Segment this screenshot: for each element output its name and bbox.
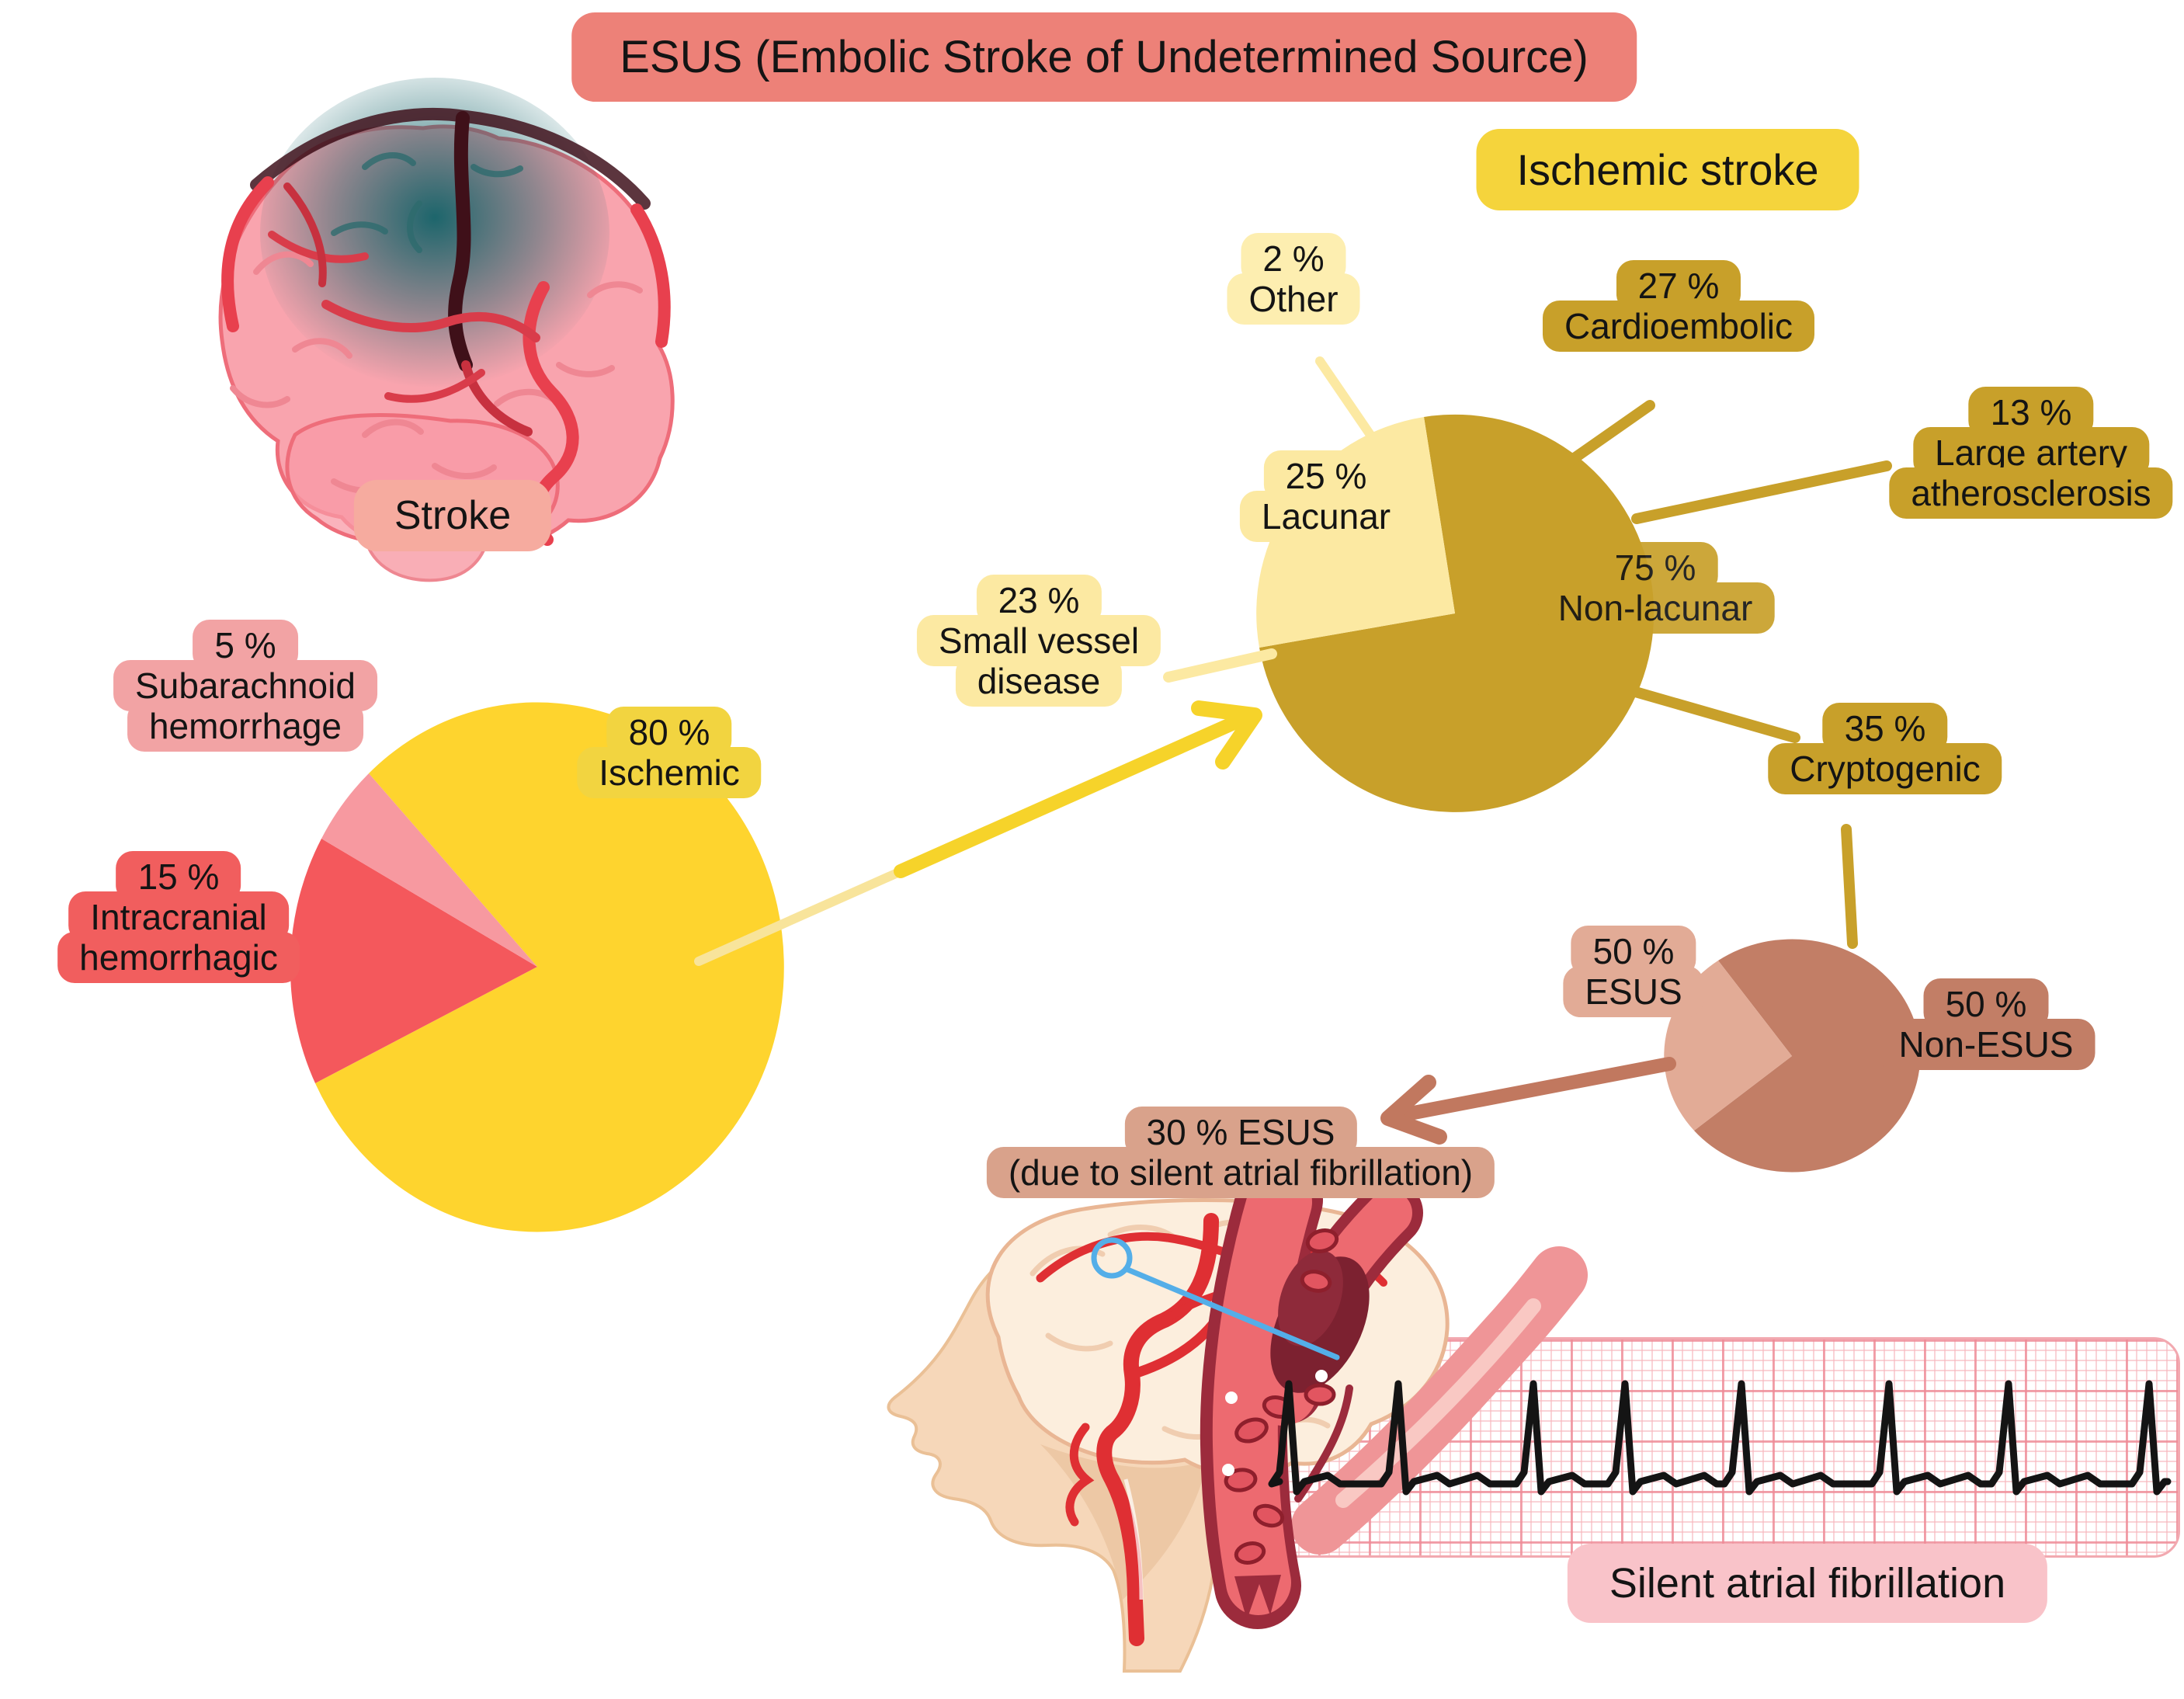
callout-non-esus-value: 50 % [1923,978,2049,1030]
callout-cryptogenic: 35 % Cryptogenic [1768,703,2002,795]
callout-intracranial-label1: Intracranial [68,891,289,943]
pie-slice-ischemic-80 [315,702,784,1232]
callout-ischemic-80-label: Ischemic [577,747,762,799]
callout-cryptogenic-label: Cryptogenic [1768,743,2002,795]
callout-large-artery-label2: atherosclerosis [1889,467,2173,519]
callout-subarachnoid-label2: hemorrhage [127,700,364,752]
callout-lacunar-label: Lacunar [1239,491,1413,543]
pie-stroke-types [290,702,784,1232]
callout-esus-50-label: ESUS [1563,966,1704,1018]
callout-non-lacunar-label: Non-lacunar [1536,582,1775,634]
callout-esus-af: 30 % ESUS (due to silent atrial fibrilla… [986,1107,1495,1199]
callout-lacunar: 25 % Lacunar [1239,450,1413,543]
callout-non-esus-label: Non-ESUS [1877,1019,2095,1071]
pie-slice-nonlacunar-75 [1259,414,1654,812]
page-title: ESUS (Embolic Stroke of Undetermined Sou… [571,12,1637,102]
arrowhead-yellow-icon [1191,700,1262,770]
red-blood-cells [1224,1228,1339,1565]
callout-connectors [1163,356,1892,949]
silent-af-heading: Silent atrial fibrillation [1567,1544,2048,1623]
stroke-heading: Stroke [353,480,552,551]
arrow-ischemic [694,700,1262,966]
callout-ischemic-80: 80 % Ischemic [577,707,762,799]
pie-slice-nonesus-50 [1694,939,1921,1173]
callout-subarachnoid: 5 % Subarachnoid hemorrhage [113,620,377,752]
callout-other: 2 % Other [1227,233,1360,325]
ischemic-stroke-heading: Ischemic stroke [1476,129,1859,210]
vessel-embolus-illustration [1200,1156,1588,1629]
magnifier-marker [1091,1237,1340,1360]
callout-non-esus: 50 % Non-ESUS [1877,978,2095,1071]
callout-esus-af-label: (due to silent atrial fibrillation) [986,1147,1495,1199]
callout-small-vessel: 23 % Small vessel disease [916,575,1161,707]
pie-slice-intracranial-15 [290,839,537,1083]
ecg-trace [1268,1380,2172,1496]
callout-small-vessel-label1: Small vessel [916,615,1161,667]
callout-cardioembolic: 27 % Cardioembolic [1542,260,1815,353]
arrow-esus [1380,1057,1676,1145]
pie-slice-subarachnoid-5 [321,773,537,967]
occluded-vessel [448,111,473,372]
callout-esus-50: 50 % ESUS [1563,926,1704,1018]
callout-intracranial: 15 % Intracranial hemorrhagic [57,851,300,984]
callout-small-vessel-label2: disease [955,655,1123,707]
callout-non-lacunar: 75 % Non-lacunar [1536,542,1775,634]
callout-large-artery: 13 % Large artery atherosclerosis [1889,387,2173,519]
callout-intracranial-label2: hemorrhagic [57,932,300,984]
callout-other-label: Other [1227,273,1360,325]
arrowhead-brown-icon [1380,1075,1447,1145]
callout-cardioembolic-label: Cardioembolic [1542,301,1815,353]
